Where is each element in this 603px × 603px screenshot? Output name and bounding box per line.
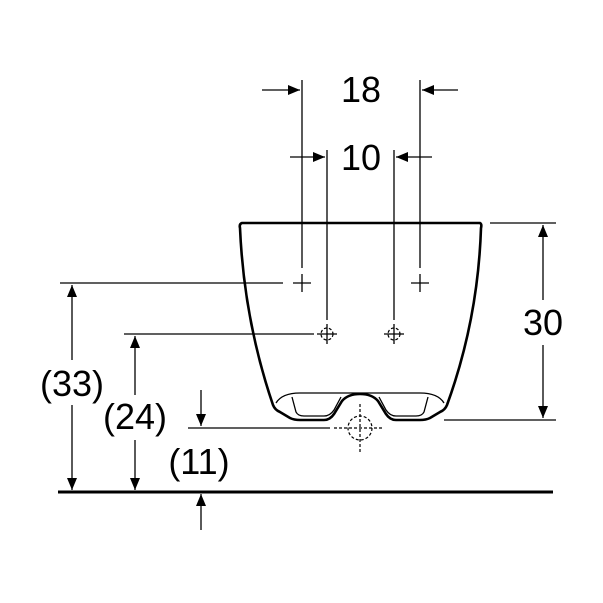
left-foot-pad [291, 396, 342, 417]
right-foot-pad [378, 396, 429, 417]
drain-connection [334, 404, 384, 452]
dim-33-label: (33) [40, 363, 104, 404]
bowl-outline [238, 221, 483, 422]
dim-10-label: 10 [341, 137, 381, 178]
dim-11-label: (11) [168, 441, 229, 482]
dim-30-label: 30 [523, 302, 563, 343]
dim-18-label: 18 [341, 69, 381, 110]
bowl-rim-line [275, 392, 445, 404]
lower-fixing-crosses [317, 150, 404, 344]
upper-fixing-crosses [293, 80, 429, 292]
dim-24-label: (24) [103, 396, 167, 437]
